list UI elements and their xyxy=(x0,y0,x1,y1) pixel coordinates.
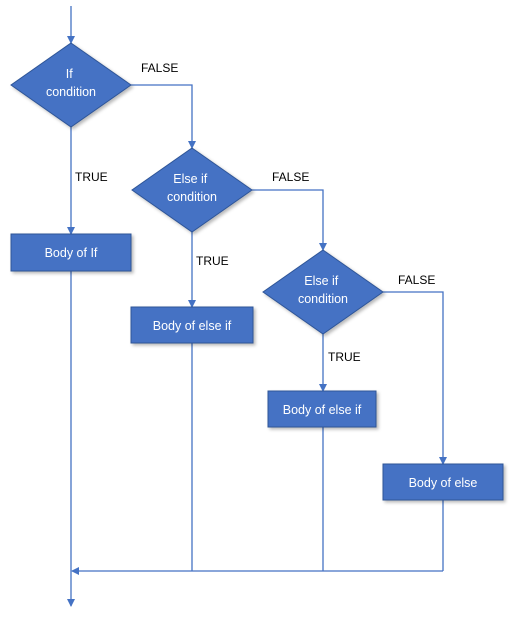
else-if-condition-1-label: Else if condition xyxy=(167,172,217,204)
body-of-else-process: Body of else xyxy=(382,463,504,501)
if-condition-decision: If condition xyxy=(10,42,132,128)
else-if-condition-1-label-line-1: Else if xyxy=(173,172,208,186)
body-of-if-process: Body of If xyxy=(10,233,132,272)
else-if-1-true-label: TRUE xyxy=(196,254,229,268)
if-condition-label-line-1: If xyxy=(66,67,73,81)
body-of-else-if-2-process: Body of else if xyxy=(267,390,377,428)
else-if-condition-2-decision: Else if condition xyxy=(262,249,384,335)
else-if-condition-1-decision: Else if condition xyxy=(131,147,253,233)
else-if-2-false-arrow xyxy=(383,291,447,465)
connectors xyxy=(67,6,447,607)
else-if-2-false-label: FALSE xyxy=(398,273,435,287)
body-of-else-if-2-label: Body of else if xyxy=(283,403,362,417)
else-if-1-false-label: FALSE xyxy=(272,170,309,184)
if-condition-diamond xyxy=(10,42,132,128)
body-of-else-if-1-label: Body of else if xyxy=(153,319,232,333)
else-if-condition-2-label-line-1: Else if xyxy=(304,274,339,288)
body-of-else-label: Body of else xyxy=(409,476,478,490)
body-of-else-if-2-box xyxy=(267,390,377,428)
else-if-condition-1-label-line-2: condition xyxy=(167,190,217,204)
else-if-1-false-arrow xyxy=(252,189,327,251)
else-if-2-true-label: TRUE xyxy=(328,350,361,364)
if-false-label: FALSE xyxy=(141,61,178,75)
body-of-else-if-1-box xyxy=(130,306,254,344)
else-if-condition-2-label: Else if condition xyxy=(298,274,348,306)
if-condition-label-line-2: condition xyxy=(46,85,96,99)
if-condition-label: If condition xyxy=(46,67,96,99)
if-false-arrow xyxy=(131,84,196,149)
body-of-if-box xyxy=(10,233,132,272)
else-if-condition-2-label-line-2: condition xyxy=(298,292,348,306)
else-if-condition-2-diamond xyxy=(262,249,384,335)
body-of-else-box xyxy=(382,463,504,501)
body-of-if-label: Body of If xyxy=(45,246,98,260)
body-of-else-if-1-process: Body of else if xyxy=(130,306,254,344)
else-if-condition-1-diamond xyxy=(131,147,253,233)
if-true-label: TRUE xyxy=(75,170,108,184)
